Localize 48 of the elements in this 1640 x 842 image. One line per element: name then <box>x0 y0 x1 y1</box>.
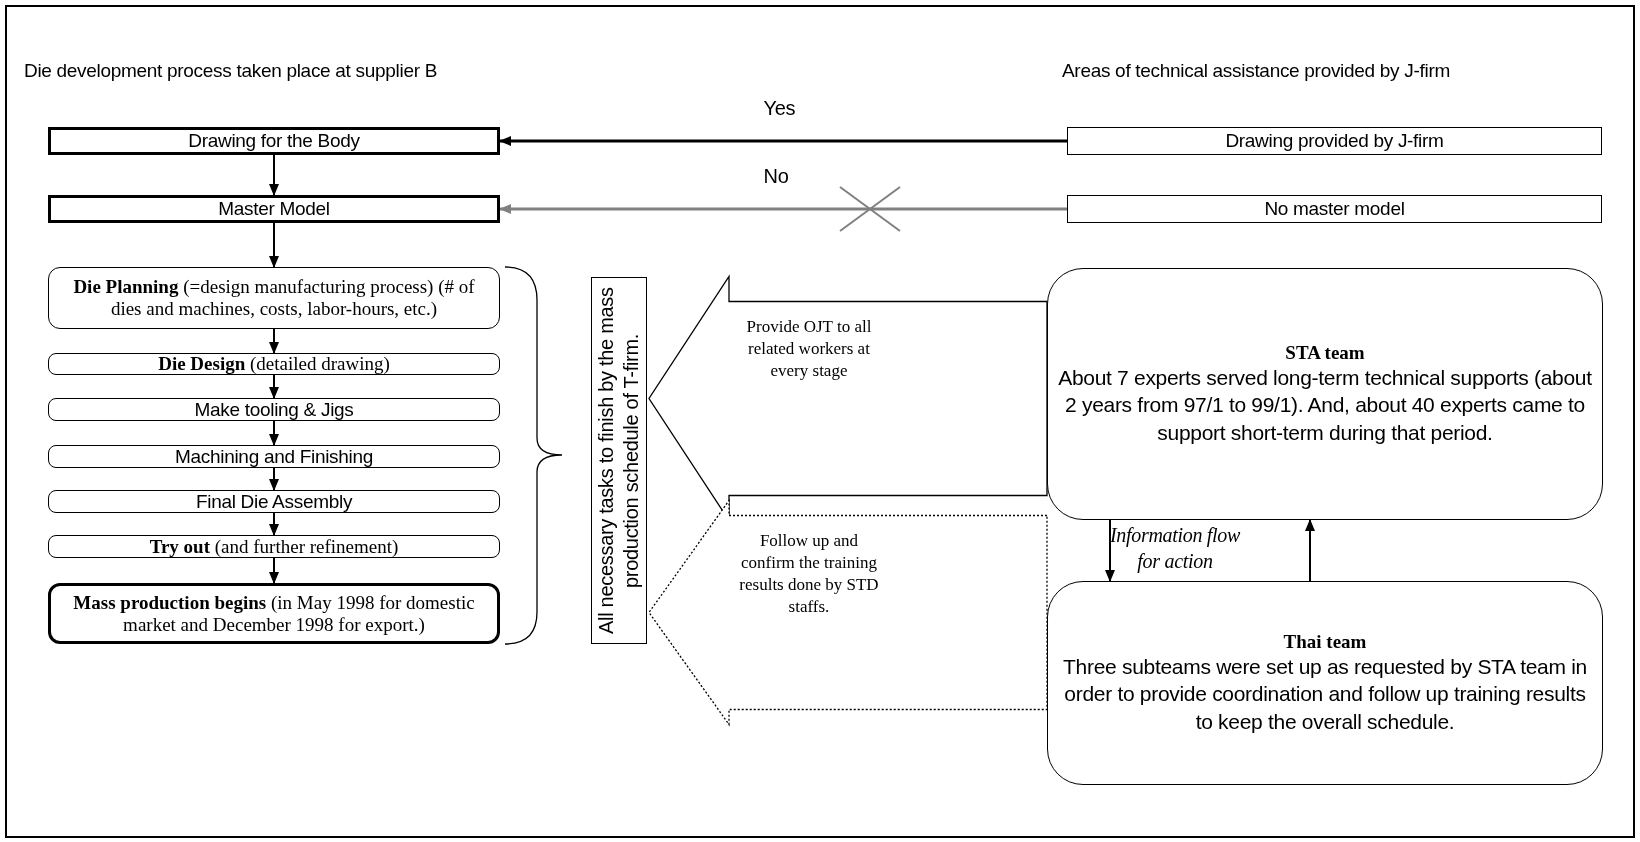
arrow <box>269 467 279 491</box>
process-box <box>48 353 500 375</box>
summary-box <box>591 277 647 644</box>
box-text: Machining and Finishing <box>175 445 373 468</box>
arrow <box>1105 519 1115 582</box>
team-box <box>1047 581 1603 785</box>
arrow <box>269 512 279 536</box>
box-text: Mass production begins (in May 1998 for domestic market and December 1998 for export.) <box>72 591 476 636</box>
process-box <box>48 583 500 644</box>
process-box <box>48 490 500 513</box>
team-box <box>1047 268 1603 520</box>
edge-label: Provide OJT to all related workers at every stage <box>745 315 873 382</box>
section-heading: Die development process taken place at supplier B <box>24 60 438 82</box>
box-text: Master Model <box>218 198 330 220</box>
arrow <box>269 557 279 584</box>
team-heading: STA team <box>1285 342 1365 365</box>
box-text: Make tooling & Jigs <box>194 398 354 421</box>
process-box <box>1067 195 1602 223</box>
team-heading: Thai team <box>1283 631 1367 654</box>
process-box <box>1067 127 1602 155</box>
arrow <box>1305 519 1315 582</box>
box-text: Drawing provided by J-firm <box>1225 130 1444 152</box>
process-box <box>48 535 500 558</box>
process-box <box>48 267 500 329</box>
team-description: Three subteams were set up as requested by STA team in order to provide coordination and follow up training results to keep the overall schedule. <box>1062 654 1588 735</box>
box-text: All necessary tasks to finish by the mass production schedule of T-firm. <box>594 286 643 636</box>
arrow <box>499 204 1067 214</box>
process-box <box>48 127 500 155</box>
arrow <box>269 154 279 196</box>
arrow <box>269 374 279 399</box>
arrow <box>499 136 1067 146</box>
process-box <box>48 445 500 468</box>
box-text: Die Design (detailed drawing) <box>158 353 390 375</box>
arrow <box>269 222 279 268</box>
section-heading: Areas of technical assistance provided by J-firm <box>1062 60 1450 82</box>
box-text: Final Die Assembly <box>195 490 353 513</box>
annotation-text: Information flow for action <box>1108 523 1242 574</box>
box-text: Die Planning (=design manufacturing process) (# of dies and machines, costs, labor-hours, etc.) <box>72 276 476 320</box>
block-arrow <box>648 498 1048 727</box>
box-text: No master model <box>1264 198 1405 220</box>
process-box <box>48 398 500 421</box>
box-text: Drawing for the Body <box>188 130 360 152</box>
box-text: Try out (and further refinement) <box>149 535 399 558</box>
arrow <box>269 420 279 446</box>
arrow <box>269 328 279 354</box>
edge-label: Follow up and confirm the training results done by STD staffs. <box>738 529 880 618</box>
process-box <box>48 195 500 223</box>
team-description: About 7 experts served long-term technical supports (about 2 years from 97/1 to 99/1). And, about 40 experts came to support short-term during that period. <box>1057 365 1593 446</box>
